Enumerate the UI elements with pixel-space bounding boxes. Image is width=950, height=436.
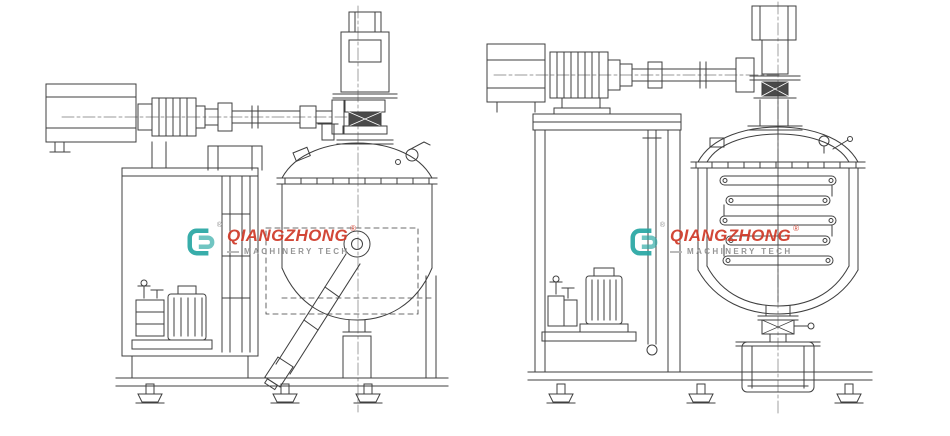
- centerlines: [493, 1, 783, 415]
- agitator-coil-assembly: [719, 83, 837, 303]
- agitator-drive-column: [332, 11, 398, 145]
- drive-motor-horizontal: [549, 51, 755, 115]
- lift-column-and-seal: [747, 5, 803, 131]
- lifting-beam: [45, 83, 137, 153]
- right-machine-diagram: [486, 1, 873, 415]
- base-frame-right: [527, 371, 873, 404]
- bottom-discharge-assembly: [735, 305, 821, 393]
- drive-motor-horizontal: [137, 97, 345, 137]
- mixing-vessel: [276, 123, 438, 337]
- vacuum-pump-unit: [541, 267, 637, 342]
- centerlines: [61, 5, 363, 413]
- vacuum-pump-unit: [131, 279, 213, 350]
- electric-box: [486, 43, 546, 113]
- support-frame: [532, 113, 682, 373]
- homogenizer-assembly: [264, 227, 433, 391]
- left-machine-diagram: [45, 5, 449, 413]
- support-frame-cabinet: [121, 141, 263, 357]
- base-frame-left: [115, 275, 449, 404]
